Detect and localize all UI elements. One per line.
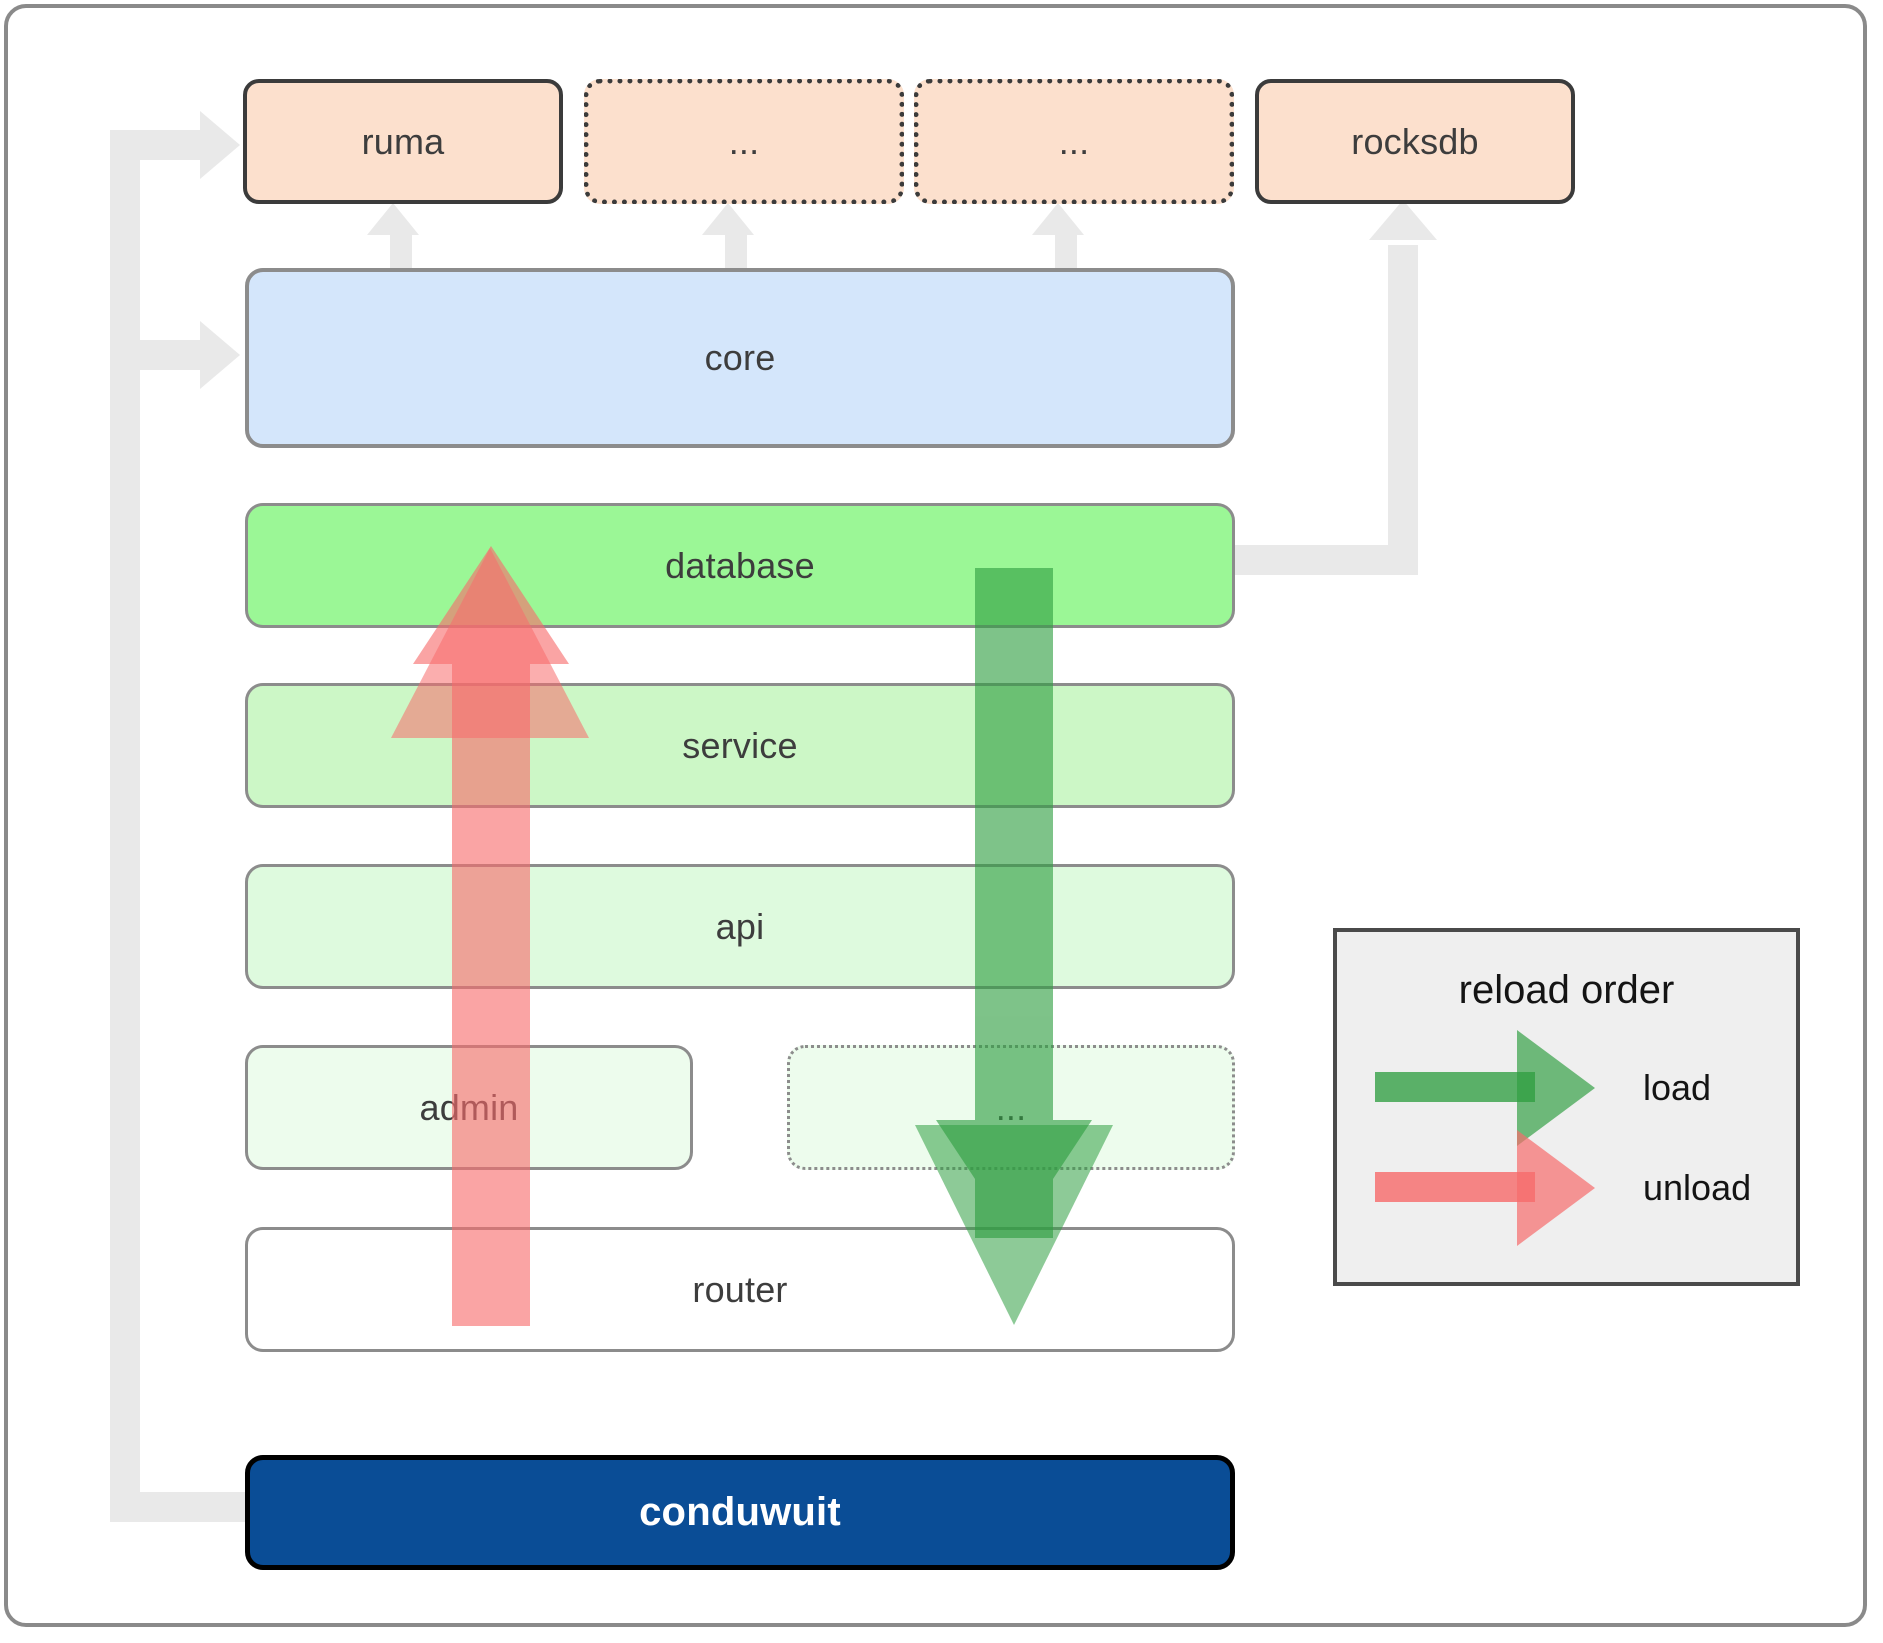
node-dep-3-label: ... <box>1058 120 1090 162</box>
node-dep-2[interactable]: ... <box>584 79 904 204</box>
legend-load-label: load <box>1643 1067 1712 1108</box>
connector-core-to-ruma-shaft <box>390 228 412 276</box>
legend-row-load: load <box>1337 932 1796 1282</box>
connector-db-to-rocksdb-head <box>1369 200 1437 240</box>
node-router-label: router <box>692 1268 788 1310</box>
node-core-label: core <box>704 337 776 378</box>
connector-core-to-dep2-shaft <box>725 228 747 276</box>
node-ruma-label: ruma <box>361 120 445 162</box>
connector-to-core-shaft <box>110 340 212 370</box>
connector-core-to-dep2-head <box>702 203 754 235</box>
diagram-frame <box>4 4 1867 1627</box>
connector-left-bottom-stub <box>110 1492 248 1522</box>
connector-to-core-head <box>200 321 240 389</box>
node-service-label: service <box>682 724 798 766</box>
legend-unload-arrow-head <box>1517 1130 1595 1246</box>
connector-core-to-ruma-head <box>367 203 419 235</box>
node-conduwuit-label: conduwuit <box>639 1490 841 1534</box>
legend-unload-label: unload <box>1643 1167 1752 1208</box>
legend-title: reload order <box>1458 968 1675 1012</box>
node-conduwuit[interactable]: conduwuit <box>245 1455 1235 1570</box>
connector-core-to-dep3-head <box>1032 203 1084 235</box>
node-rocksdb[interactable]: rocksdb <box>1255 79 1575 204</box>
connector-core-to-dep3-shaft <box>1055 228 1077 276</box>
node-database-label: database <box>665 544 815 586</box>
connector-left-vertical <box>110 130 140 1522</box>
node-api-label: api <box>715 905 765 947</box>
legend-load-arrow-head <box>1517 1030 1595 1146</box>
connector-to-ruma-head <box>200 111 240 179</box>
connector-db-to-rocksdb-vertical <box>1388 245 1418 555</box>
connector-to-ruma-shaft <box>110 130 212 160</box>
unload-arrow-shaft <box>452 640 530 1326</box>
node-rocksdb-label: rocksdb <box>1351 120 1479 162</box>
node-ruma[interactable]: ruma <box>243 79 563 204</box>
node-dep-3[interactable]: ... <box>914 79 1234 204</box>
legend-row-unload: unload <box>1337 932 1796 1282</box>
legend-load-arrow-shaft <box>1375 1072 1535 1102</box>
node-dep-2-label: ... <box>728 120 760 162</box>
node-core[interactable]: core <box>245 268 1235 448</box>
legend-unload-arrow-shaft <box>1375 1172 1535 1202</box>
node-api[interactable]: api <box>245 864 1235 989</box>
legend-panel: reload order load unload <box>1333 928 1800 1286</box>
connector-db-to-rocksdb-horizontal <box>1228 545 1418 575</box>
